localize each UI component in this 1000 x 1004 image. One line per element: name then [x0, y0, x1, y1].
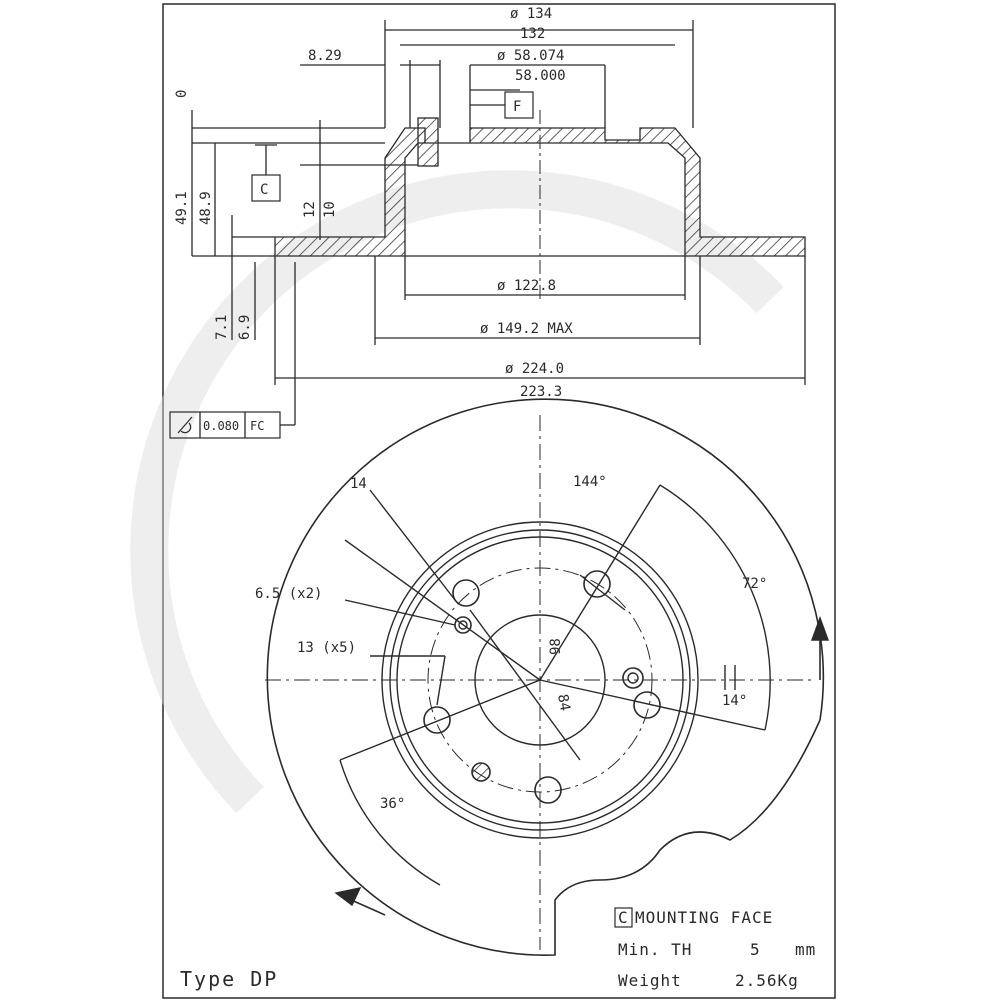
set-screw-hole-inner — [627, 672, 639, 684]
front-view — [265, 398, 829, 956]
bolt-hole — [423, 706, 451, 734]
dia-134-label: ø 134 — [510, 6, 552, 22]
min-th-unit: mm — [795, 940, 816, 959]
mounting-face-letter: C — [618, 908, 629, 927]
dia-122-8-label: ø 122.8 — [497, 278, 556, 294]
threaded-hole — [471, 762, 491, 782]
angle-72-label: 72° — [742, 576, 767, 592]
set-screw-hole — [622, 667, 644, 689]
angle-144-label: 144° — [573, 474, 607, 490]
dim-84-label: 84 — [554, 693, 573, 712]
watermark — [130, 170, 784, 814]
section-view — [169, 20, 806, 439]
angle-36-label: 36° — [380, 796, 405, 812]
front-view-labels: 14 144° 72° 6.5 (x2) 13 (x5) 98 84 14° 3… — [255, 474, 767, 812]
drawing-border — [162, 3, 836, 999]
datum-f-label: F — [513, 99, 521, 115]
stud — [417, 117, 439, 167]
bolt-hole — [633, 691, 661, 719]
datum-c-label: C — [260, 182, 268, 198]
disc-outer-edge — [266, 398, 825, 956]
dim-49-1-label: 49.1 — [174, 191, 190, 225]
hole-6-5-label: 6.5 (x2) — [255, 586, 322, 602]
bolt-holes — [423, 570, 661, 804]
dim-7-1-label: 7.1 — [214, 315, 230, 340]
bolt-hole — [583, 570, 611, 598]
mounting-face-label: MOUNTING FACE — [635, 908, 773, 927]
dim-12-label: 12 — [302, 201, 318, 218]
dia-224-0-label: ø 224.0 — [505, 361, 564, 377]
dia-149-2-label: ø 149.2 MAX — [480, 321, 573, 337]
dim-6-9-label: 6.9 — [237, 315, 253, 340]
dim-10-label: 10 — [322, 201, 338, 218]
min-th-label: Min. TH — [618, 940, 692, 959]
dim-8-29-label: 8.29 — [308, 48, 342, 64]
set-screw-hole-inner — [458, 620, 468, 630]
bolt-hole — [452, 579, 480, 607]
dim-132-label: 132 — [520, 26, 545, 42]
min-th-value: 5 — [750, 940, 761, 959]
notes-block: C MOUNTING FACE Min. TH 5 mm Weight 2.56… — [180, 907, 816, 991]
angle-14-label: 14° — [722, 693, 747, 709]
dim-223-3-label: 223.3 — [520, 384, 562, 400]
mounting-face-box — [614, 907, 633, 928]
dim-58-000-label: 58.000 — [515, 68, 566, 84]
dim-0-label: 0 — [174, 90, 190, 98]
section-view-labels: ø 134 132 8.29 ø 58.074 58.000 F C 0 49.… — [174, 6, 573, 433]
dim-98-label: 98 — [548, 638, 564, 655]
tolerance-value: 0.080 — [203, 419, 239, 433]
dim-48-9-label: 48.9 — [198, 191, 214, 225]
dim-14-label: 14 — [350, 476, 367, 492]
tolerance-ref: FC — [250, 419, 264, 433]
type-label: Type DP — [180, 967, 278, 991]
weight-value: 2.56Kg — [735, 971, 799, 990]
bolt-hole — [534, 776, 562, 804]
hole-13-label: 13 (x5) — [297, 640, 356, 656]
dia-58-074-label: ø 58.074 — [497, 48, 564, 64]
weight-label: Weight — [618, 971, 682, 990]
